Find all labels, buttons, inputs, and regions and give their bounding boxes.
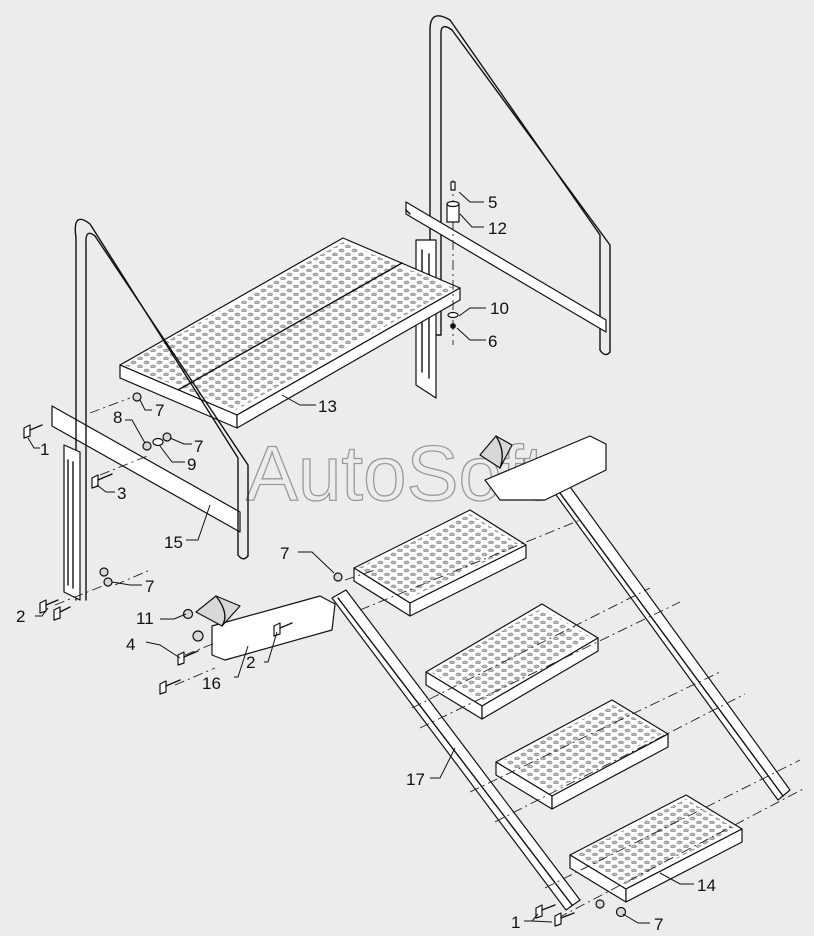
callout-9: 9 xyxy=(187,455,196,474)
callout-2-bracket: 2 xyxy=(246,653,255,672)
callout-14: 14 xyxy=(697,876,716,895)
top-platform xyxy=(119,237,461,429)
callout-7-post: 7 xyxy=(145,577,154,596)
callout-6: 6 xyxy=(488,332,497,351)
callout-8: 8 xyxy=(113,408,122,427)
callout-5: 5 xyxy=(488,193,497,212)
callout-labels: 5 12 10 6 13 7 8 1 7 9 3 15 7 7 2 11 4 2… xyxy=(16,193,716,934)
callout-13: 13 xyxy=(318,397,337,416)
steps xyxy=(353,509,743,903)
right-handrail xyxy=(405,15,611,356)
callout-10: 10 xyxy=(490,299,509,318)
callout-2-left: 2 xyxy=(16,607,25,626)
callout-7-platform: 7 xyxy=(155,401,164,420)
callout-17: 17 xyxy=(406,770,425,789)
assembly-center-lines xyxy=(54,180,806,919)
leader-lines xyxy=(27,191,694,924)
callout-3: 3 xyxy=(117,484,126,503)
fasteners xyxy=(23,181,627,927)
callout-12: 12 xyxy=(488,219,507,238)
callout-7-bottom: 7 xyxy=(654,915,663,934)
callout-4: 4 xyxy=(126,635,135,654)
callout-1-left: 1 xyxy=(40,440,49,459)
callout-15: 15 xyxy=(164,533,183,552)
callout-7-stringer: 7 xyxy=(280,544,289,563)
left-handrail xyxy=(51,218,249,601)
stringers xyxy=(195,435,791,911)
callout-16: 16 xyxy=(202,674,221,693)
callout-11: 11 xyxy=(136,609,154,628)
callout-1-bottom: 1 xyxy=(511,913,520,932)
callout-7-cluster: 7 xyxy=(194,437,203,456)
